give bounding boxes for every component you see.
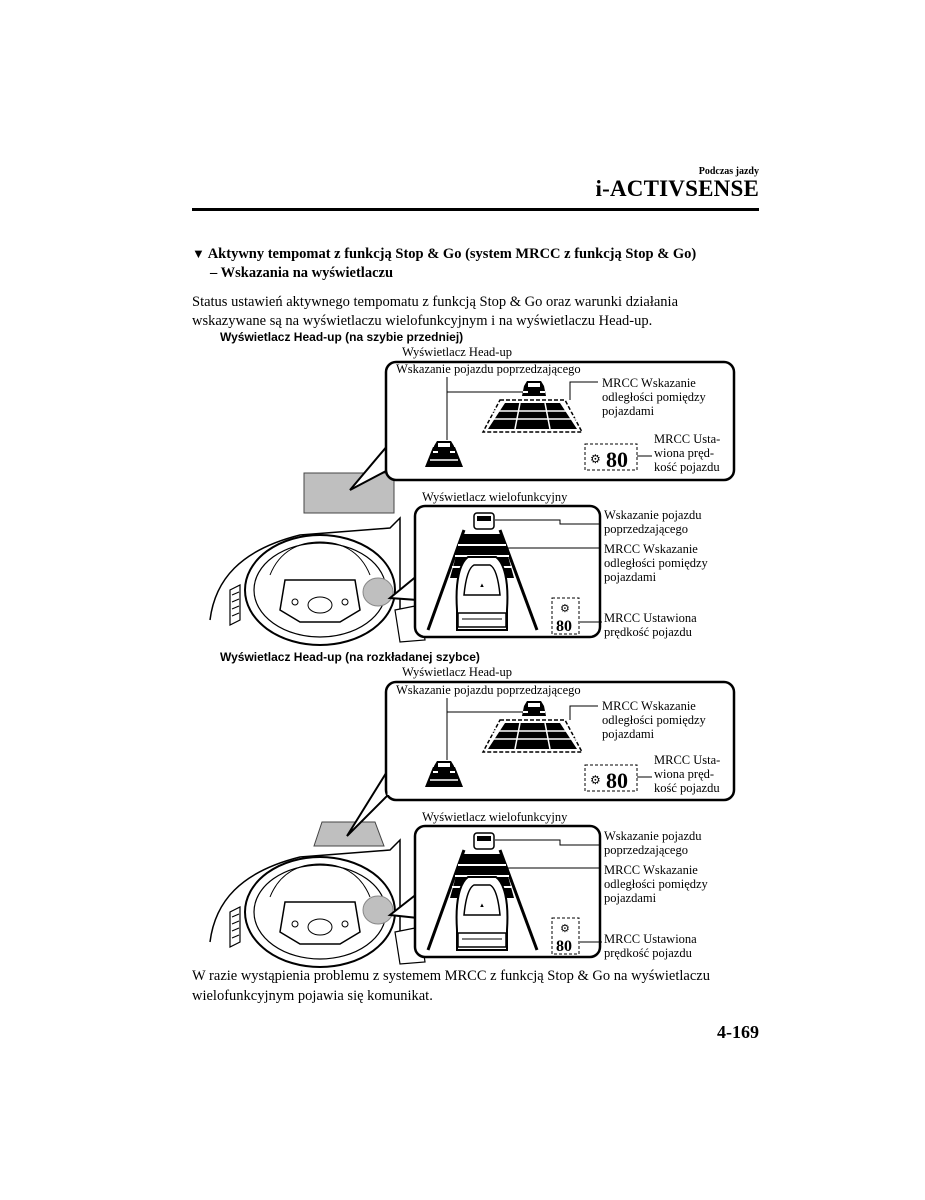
fig2-md-title: Wyświetlacz wielofunkcyjny: [422, 810, 568, 824]
intro-line1: Status ustawień aktywnego tempomatu z fu…: [192, 294, 679, 310]
fig1-md-distance-2: odległości pomiędzy: [604, 556, 709, 570]
fig1-hud-mrcc-icon: ⚙: [590, 452, 601, 466]
fig1-md-distance-1: MRCC Wskazanie: [604, 542, 698, 556]
section-heading-line2: – Wskazania na wyświetlaczu: [210, 265, 394, 281]
fig1-md-speed: 80: [556, 618, 572, 635]
triangle-marker-icon: ▼: [192, 246, 205, 261]
fig2-hud-speed-2: wiona pręd-: [654, 767, 714, 781]
fig1-md-leading-2: poprzedzającego: [604, 522, 688, 536]
fig1-windshield: [303, 472, 395, 514]
fig1-hud-speed: 80: [606, 447, 628, 472]
fig2-md-speed-2: prędkość pojazdu: [604, 946, 693, 960]
fig1-hud-speed-1: MRCC Usta-: [654, 432, 720, 446]
fig2-hud-speed-1: MRCC Usta-: [654, 753, 720, 767]
fig2-md-leading-1: Wskazanie pojazdu: [604, 829, 702, 843]
footer-note-line1: W razie wystąpienia problemu z systemem …: [192, 968, 710, 984]
header-rule: [192, 208, 759, 211]
fig1-md-leading-1: Wskazanie pojazdu: [604, 508, 702, 522]
fig2-hud-leading: Wskazanie pojazdu poprzedzającego: [396, 683, 581, 697]
fig1-hud-distance-3: pojazdami: [602, 404, 655, 418]
running-head: Podczas jazdy: [698, 166, 759, 177]
fig2-md-leading-2: poprzedzającego: [604, 843, 688, 857]
fig1-md-distance-3: pojazdami: [604, 570, 657, 584]
fig2-hud-mrcc-icon: ⚙: [590, 773, 601, 787]
section-heading-line1: Aktywny tempomat z funkcją Stop & Go (sy…: [207, 246, 697, 262]
figure1-subheading: Wyświetlacz Head-up (na szybie przedniej…: [220, 330, 464, 344]
fig1-md-speed-1: MRCC Ustawiona: [604, 611, 697, 625]
chapter-title: i-ACTIVSENSE: [595, 176, 759, 201]
fig2-md-distance-1: MRCC Wskazanie: [604, 863, 698, 877]
fig2-hud-distance-3: pojazdami: [602, 727, 655, 741]
fig1-dashboard: [209, 517, 426, 646]
fig1-md-mrcc-icon: ⚙: [560, 603, 570, 615]
fig2-hud-title: Wyświetlacz Head-up: [402, 665, 512, 679]
fig1-hud-speed-3: kość pojazdu: [654, 460, 720, 474]
fig1-md-title: Wyświetlacz wielofunkcyjny: [422, 490, 568, 504]
fig2-md-speed: 80: [556, 938, 572, 955]
fig2-md-distance-2: odległości pomiędzy: [604, 877, 709, 891]
fig1-md-speed-2: prędkość pojazdu: [604, 625, 693, 639]
fig2-hud-speed-3: kość pojazdu: [654, 781, 720, 795]
figure2-subheading: Wyświetlacz Head-up (na rozkładanej szyb…: [220, 650, 480, 664]
fig2-hud-distance-1: MRCC Wskazanie: [602, 699, 696, 713]
fig1-hud-distance-1: MRCC Wskazanie: [602, 376, 696, 390]
fig2-md-distance-3: pojazdami: [604, 891, 657, 905]
page-number: 4-169: [717, 1022, 759, 1042]
fig1-md-own-car-icon: [455, 556, 509, 631]
fig2-md-own-car-icon: [455, 876, 509, 951]
fig2-md-mrcc-icon: ⚙: [560, 923, 570, 935]
intro-line2: wskazywane są na wyświetlaczu wielofunkc…: [192, 313, 653, 329]
fig2-hud-speed: 80: [606, 768, 628, 793]
fig2-md-speed-1: MRCC Ustawiona: [604, 932, 697, 946]
fig1-hud-distance-2: odległości pomiędzy: [602, 390, 707, 404]
fig2-hud-distance-2: odległości pomiędzy: [602, 713, 707, 727]
fig1-hud-title: Wyświetlacz Head-up: [402, 345, 512, 359]
fig1-hud-leading: Wskazanie pojazdu poprzedzającego: [396, 362, 581, 376]
fig2-dashboard: [209, 839, 426, 968]
fig1-hud-speed-2: wiona pręd-: [654, 446, 714, 460]
section-heading: ▼ Aktywny tempomat z funkcją Stop & Go (…: [192, 244, 762, 283]
footer-note-line2: wielofunkcyjnym pojawia się komunikat.: [192, 988, 433, 1004]
